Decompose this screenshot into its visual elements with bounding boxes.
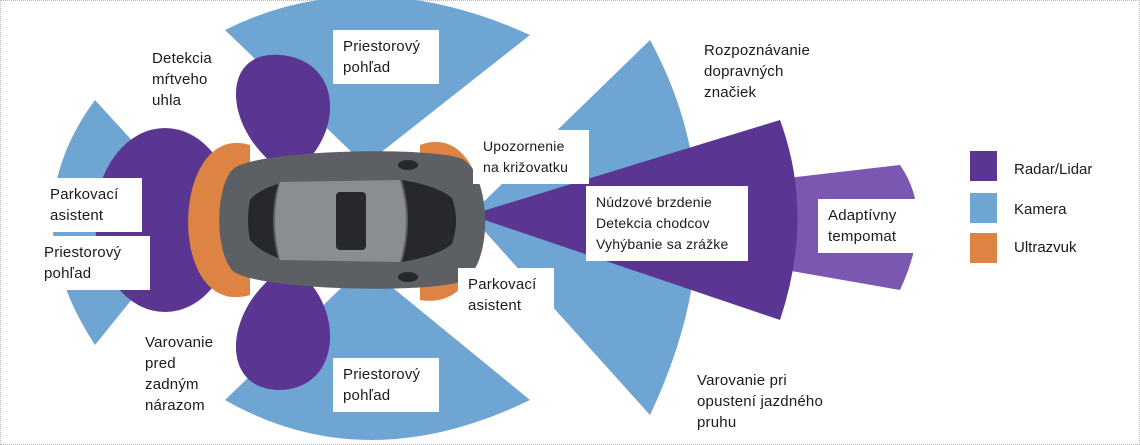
rear-top-view-label: Priestorový pohľad (34, 236, 150, 290)
front-parking-label: Parkovací asistent (458, 268, 554, 322)
legend-label: Radar/Lidar (1014, 161, 1093, 178)
cross-traffic-label: Upozornenie na križovatku (473, 130, 589, 184)
car-sunroof (336, 192, 366, 250)
legend-label: Kamera (1014, 201, 1067, 218)
camera-swatch-icon (970, 193, 997, 223)
car-mirror-right (398, 272, 418, 282)
rear-collision-label: Varovanie pred zadným nárazom (145, 334, 214, 414)
car-rear-window (248, 184, 278, 258)
top-view-top-label: Priestorový pohľad (333, 30, 439, 84)
car-top-view (219, 151, 486, 289)
adaptive-cruise-label: Adaptívny tempomat (818, 199, 930, 253)
radar-blind-spot-top-zone (235, 54, 331, 175)
top-view-bottom-label: Priestorový pohľad (333, 358, 439, 412)
emergency-braking-label: Núdzové brzdenie Detekcia chodcov Vyhýba… (586, 186, 748, 261)
camera-bottom-view-zone (225, 265, 530, 440)
radar-swatch-icon (970, 151, 997, 181)
legend-label: Ultrazvuk (1014, 239, 1077, 256)
rear-parking-label: Parkovací asistent (40, 178, 142, 232)
car-mirror-left (398, 160, 418, 170)
blind-spot-label: Detekcia mŕtveho uhla (152, 50, 212, 109)
sign-recognition-label: Rozpoznávanie dopravných značiek (704, 42, 811, 101)
radar-blind-spot-bottom-zone (235, 265, 331, 390)
car-windshield (402, 180, 456, 262)
lane-departure-label: Varovanie pri opustení jazdného pruhu (697, 372, 824, 431)
ultrasound-swatch-icon (970, 233, 997, 263)
